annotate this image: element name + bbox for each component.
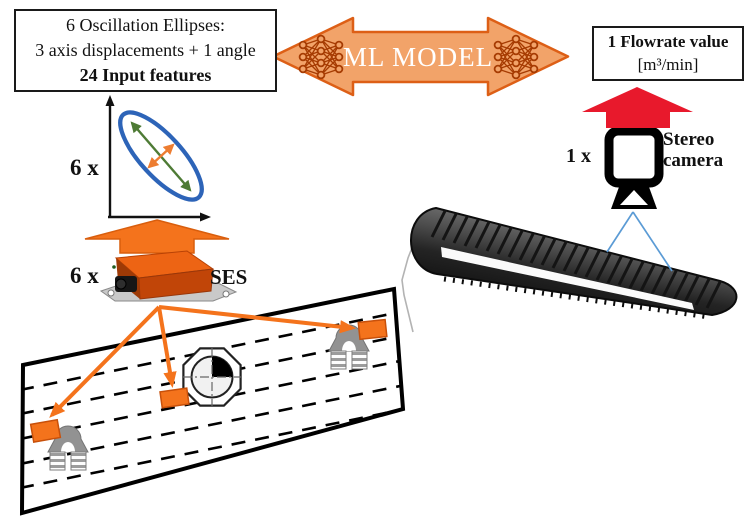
camera-name-line1: Stereo xyxy=(663,129,715,150)
output-box-line2: [m³/min] xyxy=(637,54,699,74)
flowrate-output-box: 1 Flowrate value [m³/min] xyxy=(592,26,744,81)
camera-name-line2: camera xyxy=(663,149,724,171)
ellipse-count-label: 6 x xyxy=(70,155,99,180)
oscillation-ellipse-plot xyxy=(105,95,211,222)
input-box-line2: 3 axis displacements + 1 angle xyxy=(35,40,256,61)
ses-sensor-icon xyxy=(99,250,238,302)
center-of-gravity-icon xyxy=(182,347,242,407)
minor-axis-arrow xyxy=(147,143,175,169)
orange-up-arrow xyxy=(84,219,230,254)
sensor-position-markers xyxy=(29,318,388,443)
input-features-box: 6 Oscillation Ellipses: 3 axis displacem… xyxy=(14,9,277,92)
conveyor-belt xyxy=(410,206,738,320)
ses-name-label: SES xyxy=(210,265,248,289)
sensor-position-arrows xyxy=(49,305,356,418)
input-box-line1: 6 Oscillation Ellipses: xyxy=(66,15,225,36)
ml-model-label: ML MODEL xyxy=(342,42,494,72)
red-up-arrow xyxy=(582,87,693,128)
output-box-line1: 1 Flowrate value xyxy=(607,32,729,52)
camera-count-label: 1 x xyxy=(566,145,591,167)
input-box-line3: 24 Input features xyxy=(79,64,212,85)
ml-model-arrow xyxy=(271,16,570,97)
belt-highlight-stripe xyxy=(441,247,694,310)
camera-name-label: Stereo camera xyxy=(663,129,724,172)
camera-fov-lines xyxy=(606,211,673,272)
stereo-camera-icon xyxy=(604,126,664,209)
ses-count-label: 6 x xyxy=(70,263,99,288)
